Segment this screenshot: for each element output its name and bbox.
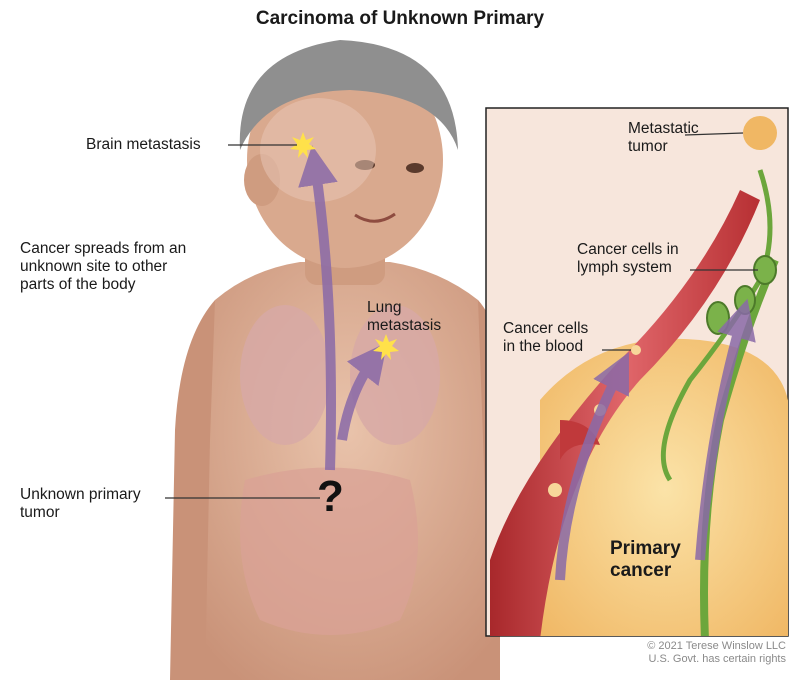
- left-lung: [240, 305, 330, 445]
- unknown-primary-label: Unknown primary tumor: [20, 486, 141, 522]
- lymph-node-3: [707, 302, 729, 334]
- diagram-title: Carcinoma of Unknown Primary: [0, 8, 800, 30]
- child-figure: [170, 40, 512, 680]
- blood-cancer-cell-3: [548, 483, 562, 497]
- primary-cancer-label: Primary cancer: [610, 538, 681, 582]
- metastatic-tumor: [743, 116, 777, 150]
- spread-description: Cancer spreads from an unknown site to o…: [20, 240, 230, 294]
- lymph-system-label: Cancer cells in lymph system: [577, 241, 679, 277]
- blood-cancer-cell-1: [631, 345, 641, 355]
- lung-metastasis-label: Lung metastasis: [367, 299, 441, 335]
- brain-metastasis-label: Brain metastasis: [86, 136, 201, 154]
- copyright-credit: © 2021 Terese Winslow LLC U.S. Govt. has…: [647, 640, 786, 666]
- metastatic-tumor-label: Metastatic tumor: [628, 120, 699, 156]
- lymph-node-2: [735, 286, 755, 314]
- right-eye: [406, 163, 424, 173]
- question-mark: ?: [317, 474, 344, 520]
- blood-cells-label: Cancer cells in the blood: [503, 320, 588, 356]
